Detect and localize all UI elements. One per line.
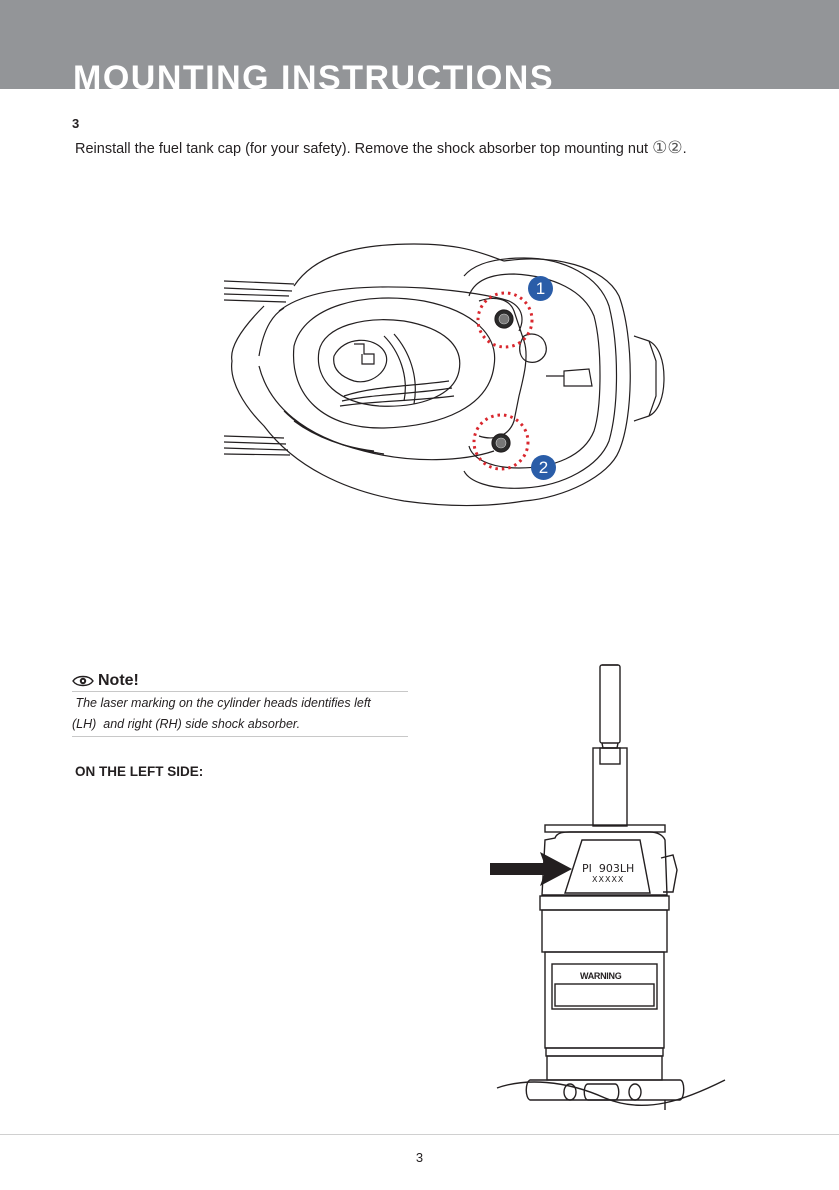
step-instruction-text: Reinstall the fuel tank cap (for your sa… [75,141,649,157]
eye-icon [72,675,94,687]
header-band: MOUNTING INSTRUCTIONS [0,0,839,89]
highlight-circle-2 [472,413,530,471]
laser-marking-line-2: XXXXX [592,875,625,884]
scooter-top-view-illustration [224,243,665,507]
laser-marking-line-1: PI 903LH [582,862,635,875]
step-instruction-end: . [682,141,687,157]
page-title: MOUNTING INSTRUCTIONS [73,59,555,89]
note-line-2: (LH) and right (RH) side shock absorber. [72,717,301,731]
step-number: 3 [72,116,80,131]
shock-absorber-illustration [496,664,726,1110]
footer-divider [0,1134,839,1135]
callout-badge-2: 2 [531,455,556,480]
note-line-1: The laser marking on the cylinder heads … [72,696,371,710]
note-box: Note! The laser marking on the cylinder … [72,672,408,737]
step-instruction: Reinstall the fuel tank cap (for your sa… [75,138,687,158]
note-title: Note! [98,672,139,689]
callout-badge-1: 1 [528,276,553,301]
page-number: 3 [415,1150,424,1165]
callout-label-1: 1 [535,279,546,298]
callout-label-2: 2 [538,458,549,477]
arrow-right-icon [490,852,572,886]
step-callout-markers: ①② [652,138,683,158]
section-label-left-side: ON THE LEFT SIDE: [75,764,204,779]
highlight-circle-1 [476,291,534,349]
note-header: Note! [72,672,408,692]
warning-label: WARNING [580,971,622,981]
note-body: The laser marking on the cylinder heads … [72,692,408,737]
